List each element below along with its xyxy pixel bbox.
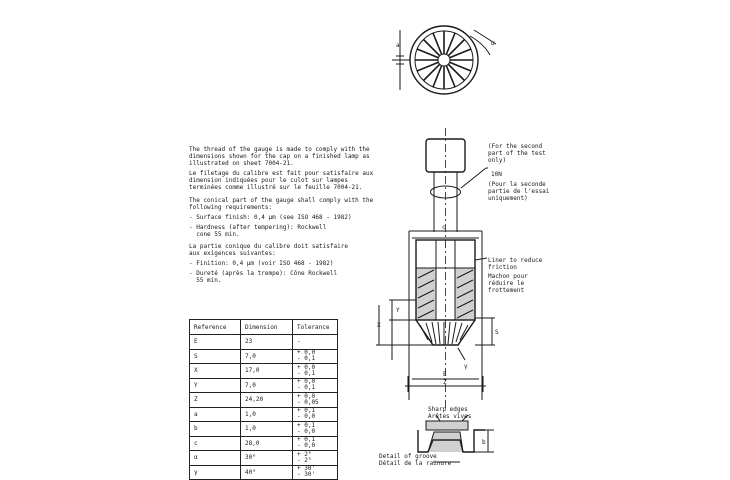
label-line: Détail de la rainure bbox=[379, 460, 452, 467]
tolerance-value: + 0,1 bbox=[297, 421, 316, 429]
text-en-conical: The conical part of the gauge shall comp… bbox=[189, 197, 374, 212]
label-line: uniquement) bbox=[488, 195, 528, 202]
req-fr-surface: - Finition: 0,4 µm (voir ISO 468 - 1982) bbox=[189, 260, 334, 267]
dim-label-x: X bbox=[377, 322, 381, 329]
label-line: Arêtes vives bbox=[428, 413, 472, 420]
label-line: only) bbox=[488, 157, 506, 164]
dim-label-e: E bbox=[443, 371, 447, 378]
tolerance-value: - 0,05 bbox=[297, 398, 319, 406]
tolerance-value: + 30' bbox=[297, 465, 316, 473]
label-line: Machon pour bbox=[488, 273, 528, 280]
dim-label-s: S bbox=[495, 329, 499, 336]
tolerance-value: + 0,0 bbox=[297, 378, 316, 386]
header-tolerance: Tolerance bbox=[292, 319, 338, 335]
req-fr-hardness: - Dureté (après la trempe): Cône Rockwel… bbox=[189, 270, 338, 285]
dim-label-alpha: α bbox=[491, 40, 495, 47]
tolerance-value: + 2° bbox=[297, 450, 312, 458]
cell-tolerance: + 30'- 30' bbox=[292, 464, 338, 480]
tolerance-value: + 0,0 bbox=[297, 349, 316, 357]
tolerance-value: - 30' bbox=[297, 471, 316, 479]
dim-label-a: a bbox=[396, 42, 400, 49]
tolerance-value: - 0,0 bbox=[297, 427, 316, 435]
tolerance-value: + 0,0 bbox=[297, 392, 316, 400]
req-en-hardness: - Hardness (after tempering): Rockwell c… bbox=[189, 224, 327, 239]
label-line: réduire le bbox=[488, 280, 525, 287]
dim-label-z: Z bbox=[443, 379, 447, 386]
label-line: (Pour la seconde bbox=[488, 181, 546, 188]
header-reference: Reference bbox=[189, 319, 241, 335]
dim-label-b: b bbox=[482, 439, 486, 446]
label-line: frottement bbox=[488, 287, 525, 294]
tolerance-value: - 0,0 bbox=[297, 413, 316, 421]
label-line: Detail of groove bbox=[379, 453, 437, 460]
dim-label-y: Y bbox=[396, 307, 400, 314]
tolerance-value: - 0,1 bbox=[297, 384, 316, 392]
tolerance-value: + 0,1 bbox=[297, 436, 316, 444]
tolerance-value: - 0,1 bbox=[297, 355, 316, 363]
dim-label-c: c bbox=[442, 224, 446, 231]
tolerance-value: - bbox=[297, 337, 301, 345]
top-view-circle bbox=[392, 25, 497, 95]
label-line: Liner to reduce bbox=[488, 257, 543, 264]
text-fr-thread: Le filetage du calibre est fait pour sat… bbox=[189, 170, 374, 192]
text-fr-conical: La partie conique du calibre doit satisf… bbox=[189, 243, 348, 258]
dim-label-gamma: γ bbox=[464, 363, 468, 370]
label-ten-n: 10N bbox=[491, 171, 502, 178]
tolerance-value: + 0,0 bbox=[297, 363, 316, 371]
tolerance-value: + 0,1 bbox=[297, 407, 316, 415]
table-header-row: Reference Dimension Tolerance bbox=[189, 319, 338, 335]
label-line: partie de l'essai bbox=[488, 188, 550, 195]
cell-tolerance: + 0,0- 0,05 bbox=[292, 392, 338, 408]
label-line: Sharp edges bbox=[428, 406, 468, 413]
text-en-thread: The thread of the gauge is made to compl… bbox=[189, 146, 370, 168]
label-line: part of the test bbox=[488, 150, 546, 157]
req-en-surface: - Surface finish: 0,4 µm (see ISO 468 - … bbox=[189, 214, 352, 221]
tolerance-value: - 0,1 bbox=[297, 369, 316, 377]
label-line: (For the second bbox=[488, 143, 543, 150]
tolerance-value: - 2° bbox=[297, 456, 312, 464]
label-line: friction bbox=[488, 264, 517, 271]
cell-tolerance: + 2°- 2° bbox=[292, 450, 338, 466]
tolerance-value: - 0,0 bbox=[297, 442, 316, 450]
